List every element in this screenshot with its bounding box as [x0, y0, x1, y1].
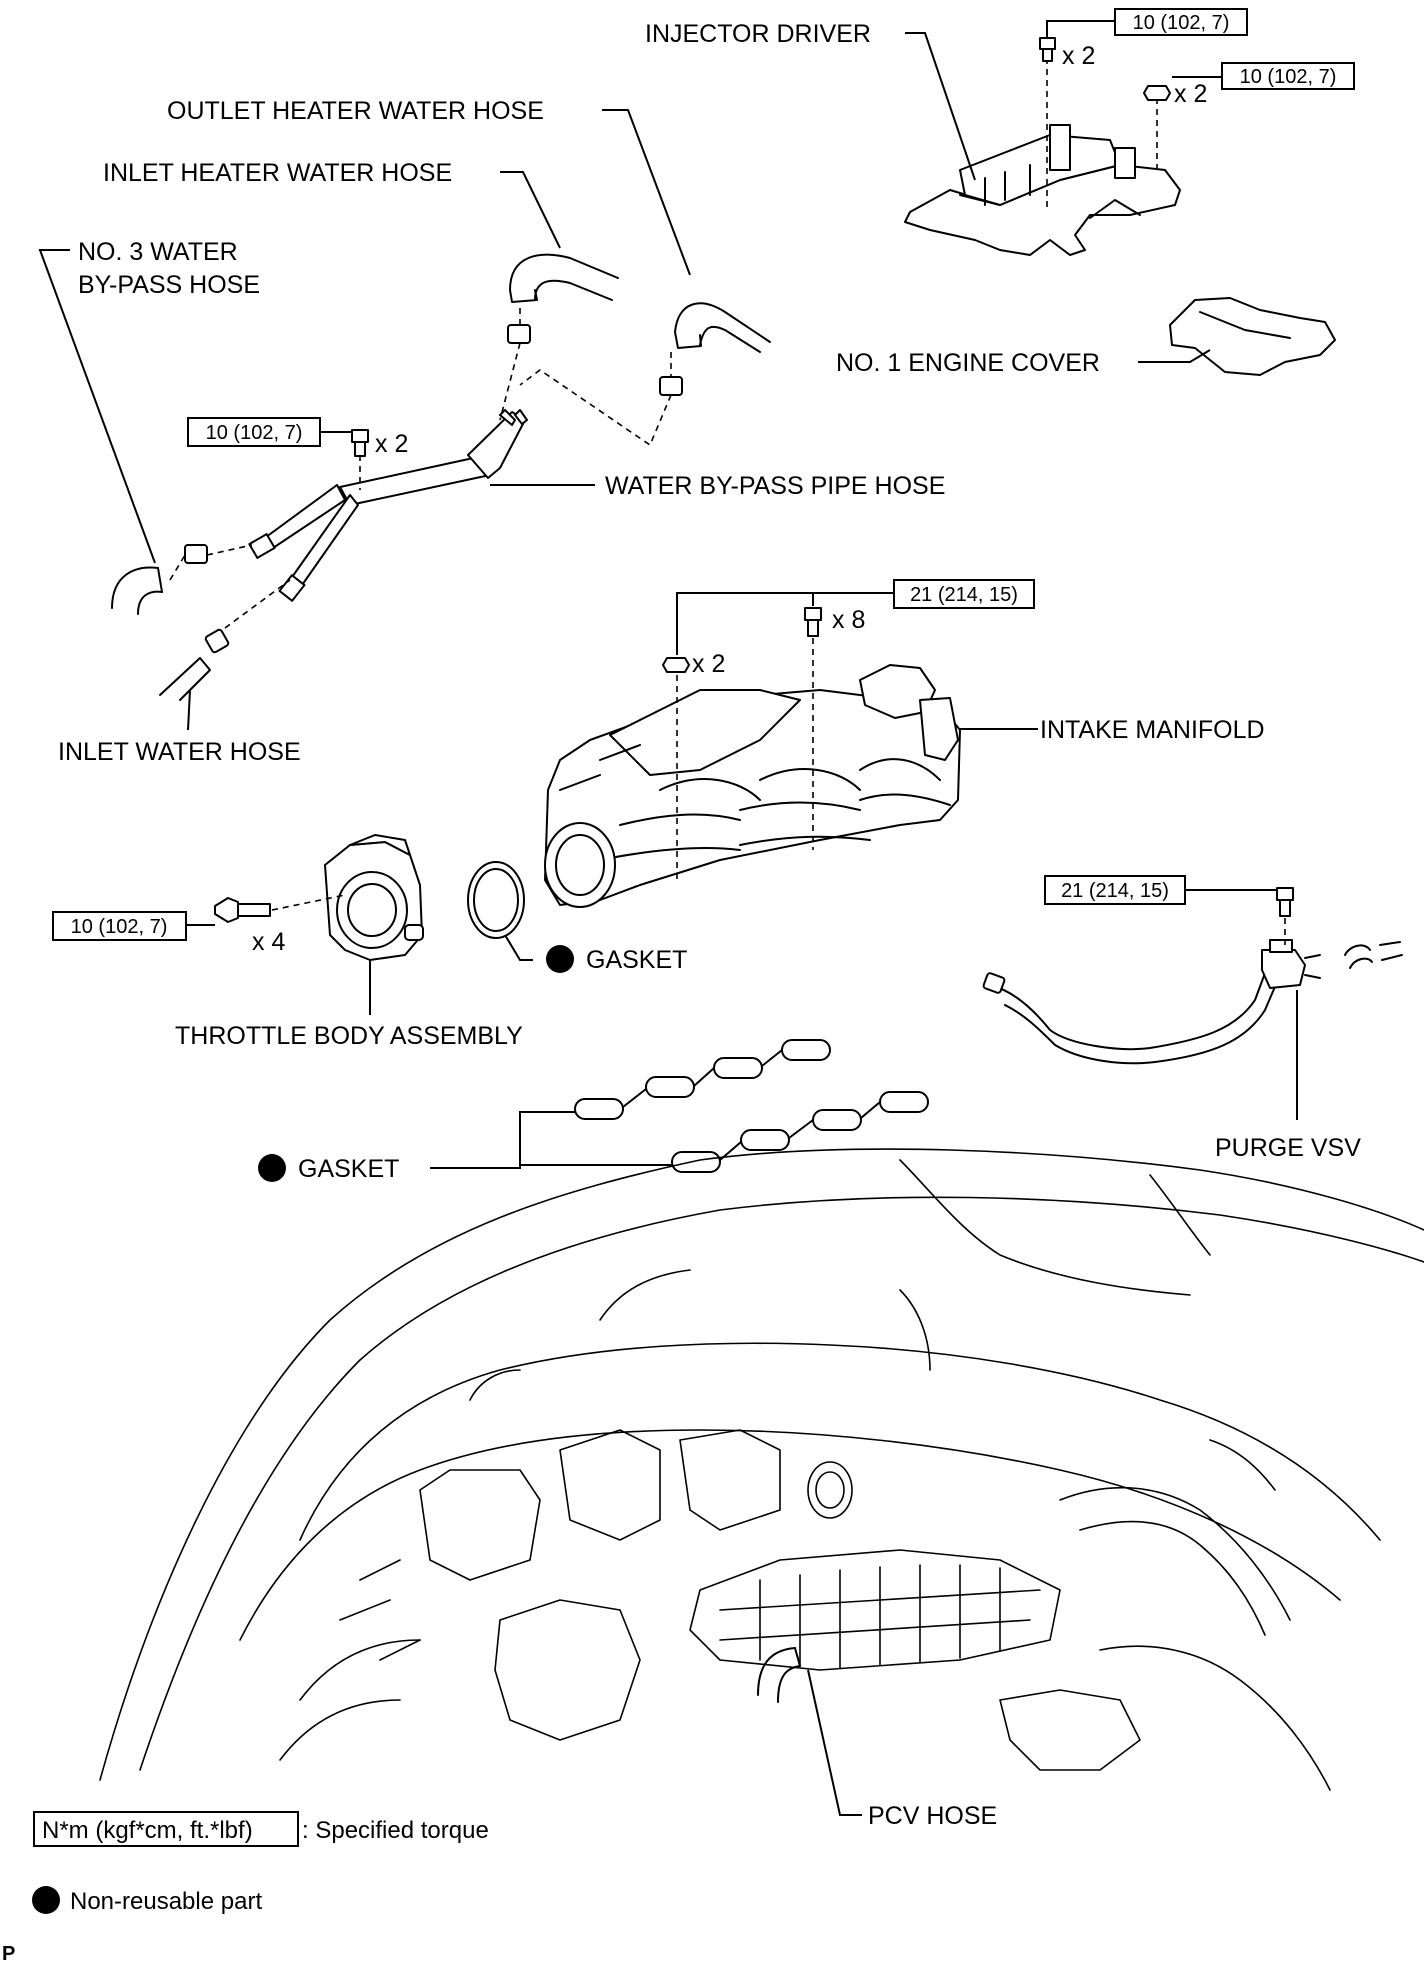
manifold-nut-icon [662, 657, 690, 673]
torque-throttle-bolt: 10 (102, 7) [71, 916, 168, 938]
label-no3-water-bypass-hose-2: BY-PASS HOSE [78, 271, 260, 299]
torque-water-pipe-bolt: 10 (102, 7) [206, 422, 303, 444]
inlet-water-hose-part [159, 657, 211, 701]
purge-vsv-bolt-icon [1276, 887, 1294, 917]
label-pcv-hose: PCV HOSE [868, 1802, 997, 1830]
manifold-bolt-icon [804, 607, 822, 637]
injector-nut-icon [1143, 85, 1171, 101]
legend-torque-units: N*m (kgf*cm, ft.*lbf) [42, 1817, 253, 1844]
inlet-heater-water-hose-part [509, 253, 619, 301]
water-pipe-bolt-icon [351, 429, 369, 457]
torque-box-water-pipe-bolt [187, 417, 321, 447]
purge-vsv-part [982, 939, 1403, 1065]
throttle-body-assembly-part [324, 834, 424, 961]
injector-driver-leader [905, 32, 976, 181]
qty-manifold-bolt: x 8 [832, 606, 865, 634]
label-injector-driver: INJECTOR DRIVER [645, 20, 871, 48]
legend-nonreusable-desc: Non-reusable part [70, 1888, 262, 1915]
qty-manifold-nut: x 2 [692, 650, 725, 678]
label-intake-manifold: INTAKE MANIFOLD [1040, 716, 1265, 744]
torque-box-throttle-bolt [52, 911, 187, 941]
engine-bay-illustration [99, 1148, 1424, 1791]
throttle-gasket-part [467, 861, 525, 939]
nonreusable-legend-icon [32, 1886, 60, 1914]
qty-throttle-bolt: x 4 [252, 928, 285, 956]
torque-purge-vsv-bolt: 21 (214, 15) [1061, 880, 1169, 902]
qty-injector-nut: x 2 [1174, 80, 1207, 108]
label-water-bypass-pipe-hose: WATER BY-PASS PIPE HOSE [605, 472, 945, 500]
manifold-gasket-part [574, 1039, 929, 1173]
hose-clamp-icon [204, 628, 230, 654]
label-gasket-manifold: GASKET [298, 1155, 399, 1183]
legend-torque-box [33, 1811, 299, 1847]
qty-injector-bolt: x 2 [1062, 42, 1095, 70]
qty-water-pipe-bolt: x 2 [375, 430, 408, 458]
hose-clamp-icon [507, 324, 531, 344]
nonreusable-marker-icon [258, 1154, 286, 1182]
no1-engine-cover-part [1169, 297, 1336, 376]
legend-torque-desc: : Specified torque [302, 1817, 489, 1844]
label-inlet-heater-water-hose: INLET HEATER WATER HOSE [103, 159, 452, 187]
intake-manifold-part [544, 664, 961, 908]
hose-clamp-icon [659, 376, 683, 396]
torque-manifold: 21 (214, 15) [910, 584, 1018, 606]
torque-box-injector-nut [1221, 62, 1355, 90]
torque-box-manifold [893, 579, 1035, 609]
hose-clamp-icon [184, 544, 208, 564]
injector-bolt-icon [1039, 37, 1056, 62]
nonreusable-marker-icon [546, 945, 574, 973]
throttle-bolt-icon [214, 897, 271, 923]
corner-mark: P [2, 1943, 15, 1963]
label-no1-engine-cover: NO. 1 ENGINE COVER [836, 349, 1100, 377]
torque-box-injector-bolt [1114, 8, 1248, 36]
label-throttle-body-assembly: THROTTLE BODY ASSEMBLY [175, 1022, 523, 1050]
label-outlet-heater-water-hose: OUTLET HEATER WATER HOSE [167, 97, 544, 125]
injector-driver-part [904, 124, 1181, 256]
torque-injector-nut: 10 (102, 7) [1240, 66, 1337, 88]
outlet-heater-water-hose-part [674, 302, 771, 353]
torque-injector-bolt: 10 (102, 7) [1133, 12, 1230, 34]
no3-water-bypass-hose-part [111, 566, 163, 615]
pcv-hose-part [757, 1647, 801, 1703]
water-bypass-pipe-part [248, 409, 528, 602]
label-purge-vsv: PURGE VSV [1215, 1134, 1361, 1162]
torque-box-purge-vsv-bolt [1044, 875, 1186, 905]
label-inlet-water-hose: INLET WATER HOSE [58, 738, 301, 766]
label-gasket-throttle: GASKET [586, 946, 687, 974]
label-no3-water-bypass-hose-1: NO. 3 WATER [78, 238, 238, 266]
